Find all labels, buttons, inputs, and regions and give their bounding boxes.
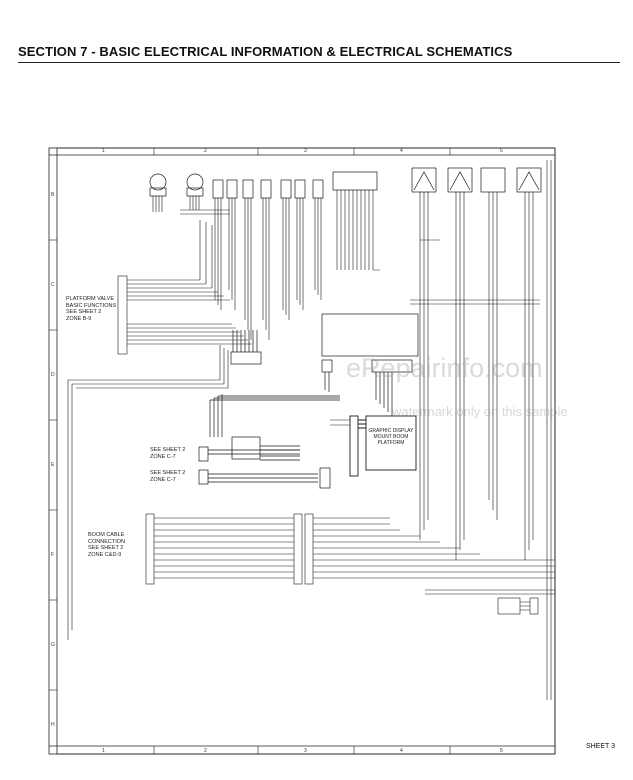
platform-valve-label: PLATFORM VALVE BASIC FUNCTIONS SEE SHEET… [66, 296, 117, 322]
zone-top-5: 5 [500, 148, 503, 154]
zone-top-3: 3 [304, 148, 307, 154]
zone-top-4: 4 [400, 148, 403, 154]
zone-left-g: G [51, 642, 55, 648]
top-sensor-connectors [149, 171, 378, 199]
boom-cable-label: BOOM CABLE CONNECTION SEE SHEET 2 ZONE C… [88, 532, 125, 558]
bottom-right-connector [425, 589, 555, 615]
central-connector [230, 313, 419, 416]
zone-bottom-1: 1 [102, 748, 105, 754]
zone-left-e: E [51, 462, 55, 468]
zone-left-b: B [51, 192, 55, 198]
header-rule [18, 62, 620, 63]
long-runs [180, 209, 540, 426]
zone-bottom-2: 2 [204, 748, 207, 754]
right-top-connectors [411, 167, 542, 193]
sheet-label: SHEET 3 [585, 743, 615, 750]
watermark-sub: watermark only on this sample [392, 404, 568, 419]
zone-left-f: F [51, 552, 55, 558]
mid-connectors [198, 394, 340, 489]
platform-valve-harness [67, 220, 252, 640]
zone-left-d: D [51, 372, 55, 378]
diagram-frame [48, 147, 556, 755]
graphic-display-label: GRAPHIC DISPLAY MOUNT BOOM PLATFORM [368, 428, 414, 446]
boom-cable-block [145, 513, 555, 585]
zone-bottom-4: 4 [400, 748, 403, 754]
zone-top-2: 2 [204, 148, 207, 154]
section-title: SECTION 7 - BASIC ELECTRICAL INFORMATION… [18, 44, 513, 59]
zone-bottom-5: 5 [500, 748, 503, 754]
watermark-main: eRepairinfo.com [346, 353, 543, 383]
zone-ticks [49, 148, 451, 754]
graphic-display-box [349, 415, 417, 477]
zone-bottom-3: 3 [304, 748, 307, 754]
see-sheet-label-2: SEE SHEET 2 ZONE C-7 [150, 470, 186, 483]
wire-bundles [152, 160, 552, 700]
zone-left-c: C [51, 282, 55, 288]
zone-top-1: 1 [102, 148, 105, 154]
see-sheet-label-1: SEE SHEET 2 ZONE C-7 [150, 447, 186, 460]
zone-left-h: H [51, 722, 55, 728]
